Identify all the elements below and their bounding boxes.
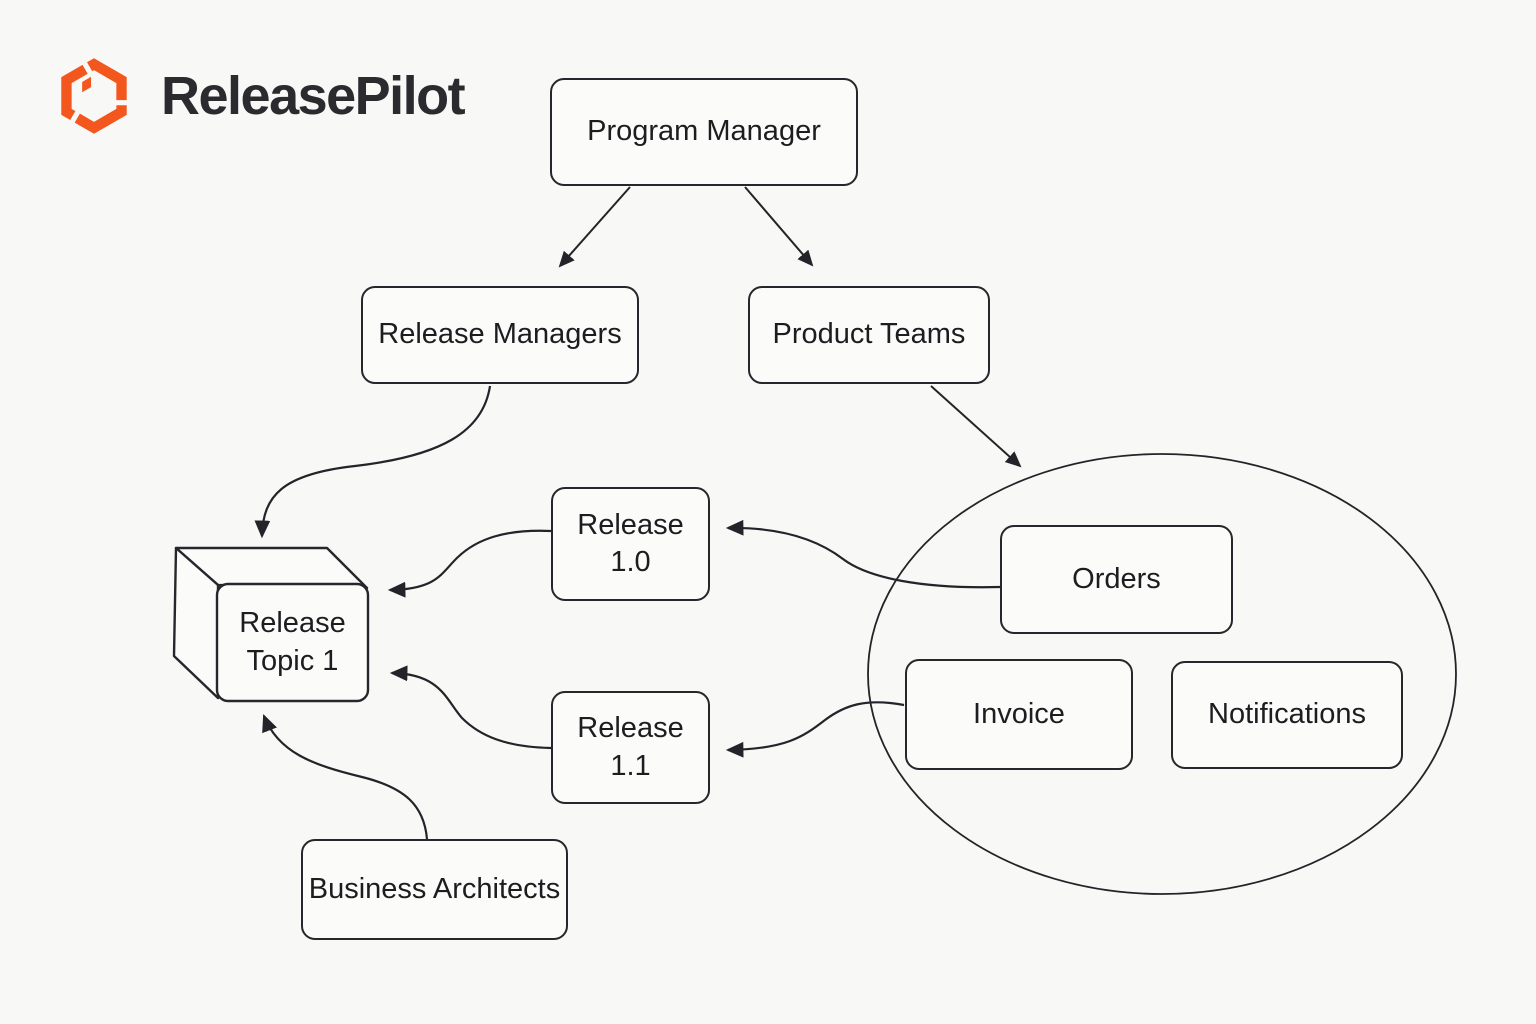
node-release-1-1: Release 1.1 [551,691,710,804]
brand-name: ReleasePilot [161,66,466,126]
node-label-line2: 1.1 [610,749,651,782]
node-label-line1: Release [239,607,346,640]
edge-pm-to-release-managers [558,186,631,268]
node-release-topic-1: Release Topic 1 [217,584,368,701]
releasepilot-logo-icon [61,58,127,134]
node-label: Product Teams [772,318,966,351]
release-topic-cube [172,546,370,703]
edge-product-teams-to-services [930,385,1022,468]
node-label: Release Managers [378,318,622,351]
node-product-teams: Product Teams [748,286,990,384]
cube-front-face [215,582,370,703]
edge-release11-to-topic [389,665,552,750]
edge-business-architects-to-topic [262,713,429,840]
edge-release10-to-topic [387,529,552,598]
edge-pm-to-product-teams [744,186,814,267]
node-release-managers: Release Managers [361,286,639,384]
node-label: Notifications [1208,698,1366,731]
edge-invoice-to-release11 [725,701,905,758]
node-notifications: Notifications [1171,661,1403,769]
node-label: Business Architects [308,872,561,905]
node-label-line1: Release [577,508,684,541]
services-boundary-ellipse [867,453,1457,895]
node-program-manager: Program Manager [550,78,858,186]
edge-orders-to-release10 [725,519,1001,589]
node-label: Program Manager [587,115,821,148]
node-business-architects: Business Architects [301,839,568,940]
node-label-line1: Release [577,712,684,745]
node-label: Orders [1072,562,1161,595]
brand-header: ReleasePilot [57,55,466,137]
node-label-line2: Topic 1 [246,644,339,677]
node-orders: Orders [1000,525,1233,634]
node-label: Invoice [973,697,1065,730]
node-label-line2: 1.0 [610,546,651,578]
edge-release-managers-to-topic [254,385,492,539]
node-invoice: Invoice [905,659,1133,770]
node-release-1-0: Release 1.0 [551,487,710,601]
